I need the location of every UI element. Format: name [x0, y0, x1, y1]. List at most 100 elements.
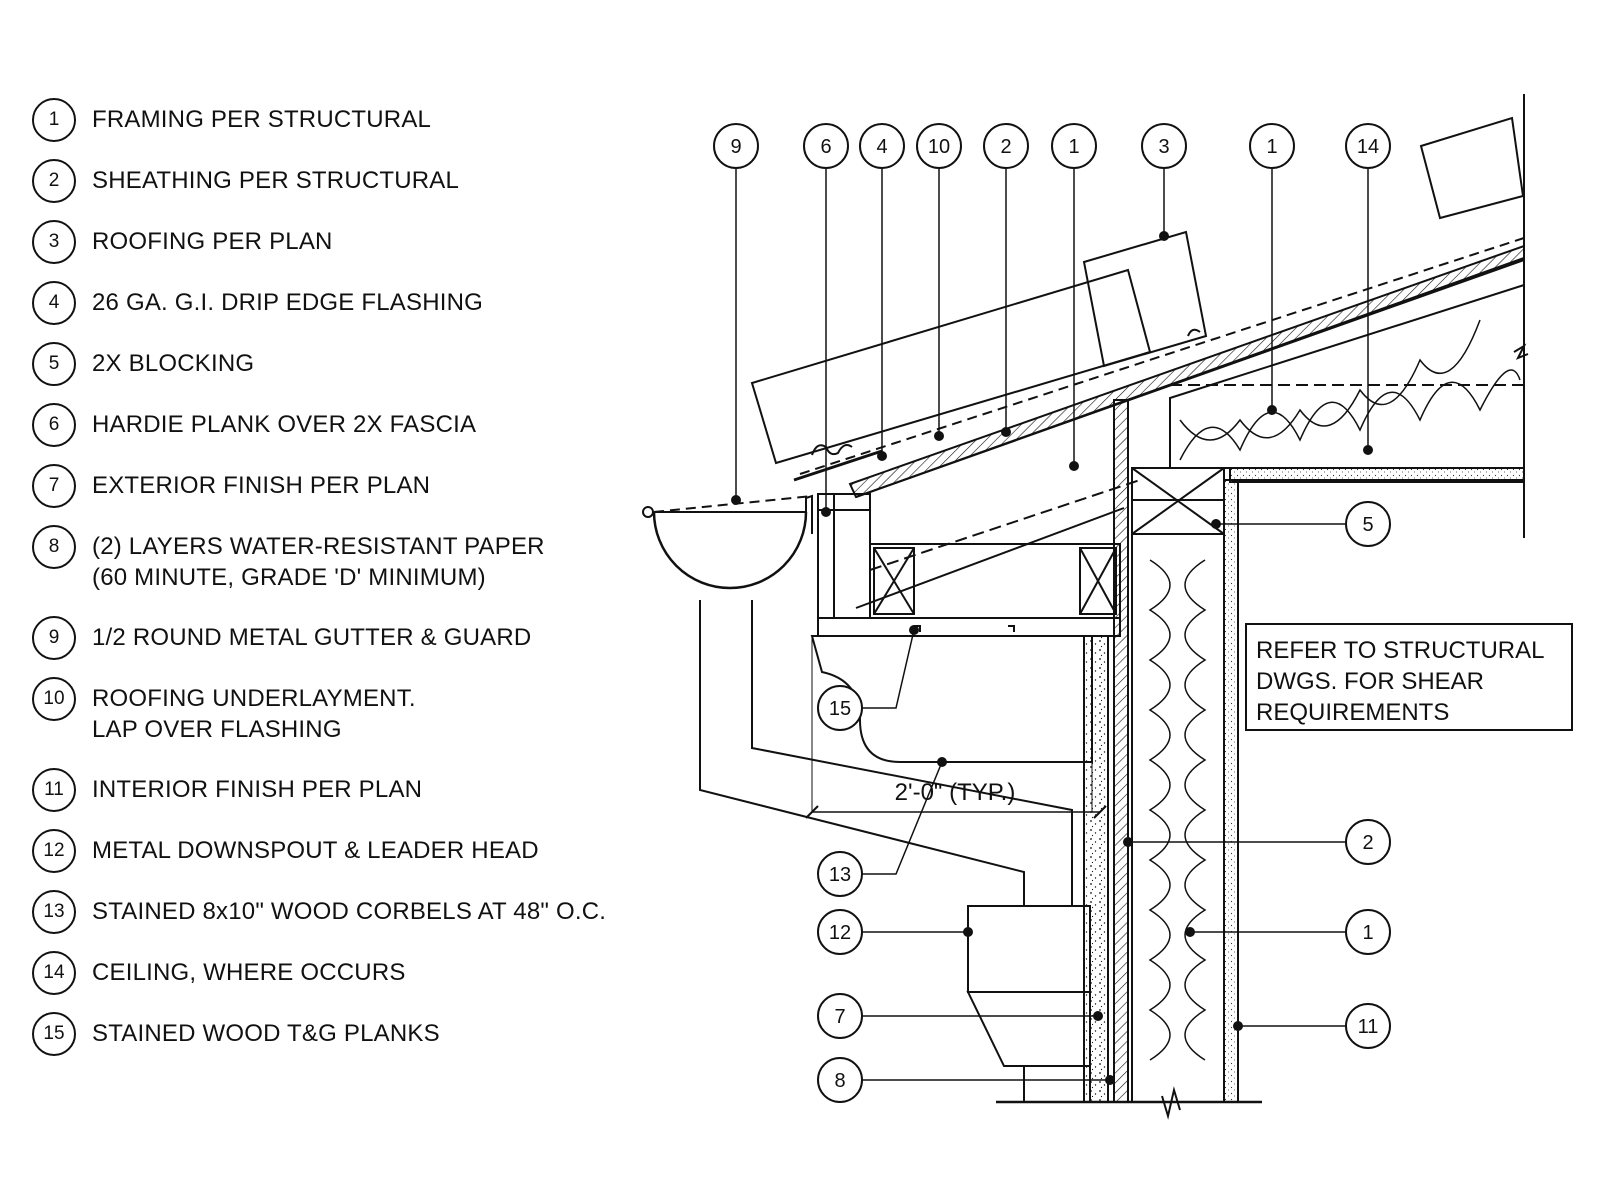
rafter-top	[855, 259, 1525, 498]
legend-item: 1 FRAMING PER STRUCTURAL	[32, 98, 431, 142]
legend-text: STAINED WOOD T&G PLANKS	[92, 1020, 440, 1047]
svg-text:4: 4	[876, 136, 887, 158]
downspout	[699, 600, 1091, 1103]
svg-text:14: 14	[1357, 136, 1379, 158]
leader-dots	[731, 231, 1373, 1085]
roof-tiles	[750, 116, 1525, 465]
legend-number: 13	[32, 890, 76, 934]
left-tags: 15 13 12 7 8	[817, 685, 863, 1103]
legend-text: INTERIOR FINISH PER PLAN	[92, 776, 423, 803]
tag-circle: 6	[803, 123, 849, 169]
legend-item: 8 (2) LAYERS WATER-RESISTANT PAPER (60 M…	[32, 525, 545, 593]
legend-number: 2	[32, 159, 76, 203]
note-line: REFER TO STRUCTURAL	[1256, 637, 1544, 664]
legend-item: 5 2X BLOCKING	[32, 342, 254, 386]
legend: 1 FRAMING PER STRUCTURAL 2 SHEATHING PER…	[0, 0, 660, 1200]
svg-text:1: 1	[1362, 922, 1373, 944]
tag-circle: 7	[817, 993, 863, 1039]
leader-lines	[735, 168, 1369, 1081]
legend-item: 10 ROOFING UNDERLAYMENT. LAP OVER FLASHI…	[32, 677, 416, 745]
wall-section	[996, 399, 1524, 1120]
tag-circle: 5	[1345, 501, 1391, 547]
exterior-finish	[1083, 635, 1109, 1103]
svg-text:12: 12	[829, 922, 851, 944]
svg-text:5: 5	[1362, 514, 1373, 536]
top-tags: 9 6 4 10 2 1 3 1 14	[713, 123, 1391, 169]
legend-text: STAINED 8x10" WOOD CORBELS AT 48" O.C.	[92, 898, 607, 925]
legend-item: 9 1/2 ROUND METAL GUTTER & GUARD	[32, 616, 531, 660]
svg-text:9: 9	[730, 136, 741, 158]
right-tags: 5 2 1 11	[1345, 501, 1391, 1049]
tag-circle: 15	[817, 685, 863, 731]
note-line: REQUIREMENTS	[1256, 699, 1449, 726]
tag-circle: 8	[817, 1057, 863, 1103]
tag-circle: 1	[1345, 909, 1391, 955]
svg-text:8: 8	[834, 1070, 845, 1092]
legend-text: 26 GA. G.I. DRIP EDGE FLASHING	[92, 289, 483, 316]
legend-text: CEILING, WHERE OCCURS	[92, 959, 406, 986]
structural-note: REFER TO STRUCTURAL DWGS. FOR SHEAR REQU…	[1245, 623, 1573, 731]
tag-circle: 11	[1345, 1003, 1391, 1049]
svg-text:15: 15	[829, 698, 851, 720]
svg-text:2: 2	[1362, 832, 1373, 854]
half-round-gutter	[642, 494, 813, 590]
legend-text: METAL DOWNSPOUT & LEADER HEAD	[92, 837, 539, 864]
interior-finish	[1223, 479, 1239, 1103]
tag-circle: 14	[1345, 123, 1391, 169]
underlayment-line	[799, 237, 1525, 475]
legend-text: HARDIE PLANK OVER 2X FASCIA	[92, 411, 477, 438]
legend-number: 3	[32, 220, 76, 264]
svg-text:11: 11	[1358, 1016, 1379, 1038]
svg-text:6: 6	[820, 136, 831, 158]
break-symbol	[1513, 343, 1529, 360]
legend-text: SHEATHING PER STRUCTURAL	[92, 167, 460, 194]
drip-edge-flashing	[793, 449, 883, 482]
tg-soffit-planks	[817, 617, 1121, 637]
legend-text: 1/2 ROUND METAL GUTTER & GUARD	[92, 624, 532, 651]
legend-text: EXTERIOR FINISH PER PLAN	[92, 472, 431, 499]
legend-item: 14 CEILING, WHERE OCCURS	[32, 951, 406, 995]
legend-text: ROOFING PER PLAN	[92, 228, 333, 255]
legend-text-line: LAP OVER FLASHING	[92, 716, 342, 743]
legend-text: 2X BLOCKING	[92, 350, 255, 377]
legend-number: 14	[32, 951, 76, 995]
tag-circle: 13	[817, 851, 863, 897]
legend-number: 7	[32, 464, 76, 508]
tag-circle: 9	[713, 123, 759, 169]
legend-item: 11 INTERIOR FINISH PER PLAN	[32, 768, 422, 812]
dimension-line	[805, 636, 1107, 819]
legend-item: 7 EXTERIOR FINISH PER PLAN	[32, 464, 430, 508]
svg-text:3: 3	[1158, 136, 1169, 158]
legend-number: 6	[32, 403, 76, 447]
tag-circle: 12	[817, 909, 863, 955]
tag-circle: 2	[1345, 819, 1391, 865]
tag-circle: 1	[1051, 123, 1097, 169]
legend-text-line: ROOFING UNDERLAYMENT.	[92, 685, 416, 712]
legend-number: 10	[32, 677, 76, 721]
rafter-bottom	[855, 507, 1125, 609]
dimension-label: 2'-0" (TYP.)	[895, 779, 1016, 806]
wall-insulation	[1148, 559, 1171, 1061]
svg-text:1: 1	[1068, 136, 1079, 158]
legend-number: 15	[32, 1012, 76, 1056]
legend-number: 9	[32, 616, 76, 660]
legend-item: 4 26 GA. G.I. DRIP EDGE FLASHING	[32, 281, 483, 325]
legend-text: FRAMING PER STRUCTURAL	[92, 106, 432, 133]
legend-item: 13 STAINED 8x10" WOOD CORBELS AT 48" O.C…	[32, 890, 606, 934]
tag-circle: 4	[859, 123, 905, 169]
tag-circle: 10	[916, 123, 962, 169]
note-line: DWGS. FOR SHEAR	[1256, 668, 1484, 695]
legend-item: 2 SHEATHING PER STRUCTURAL	[32, 159, 459, 203]
ceiling-finish	[1229, 467, 1525, 483]
legend-number: 5	[32, 342, 76, 386]
svg-text:7: 7	[834, 1006, 845, 1028]
legend-text: (2) LAYERS WATER-RESISTANT PAPER (60 MIN…	[92, 525, 545, 593]
tag-circle: 1	[1249, 123, 1295, 169]
tag-circle: 3	[1141, 123, 1187, 169]
legend-number: 4	[32, 281, 76, 325]
svg-text:1: 1	[1266, 136, 1277, 158]
drawing-linework	[642, 94, 1529, 1120]
legend-item: 15 STAINED WOOD T&G PLANKS	[32, 1012, 440, 1056]
svg-text:2: 2	[1000, 136, 1011, 158]
